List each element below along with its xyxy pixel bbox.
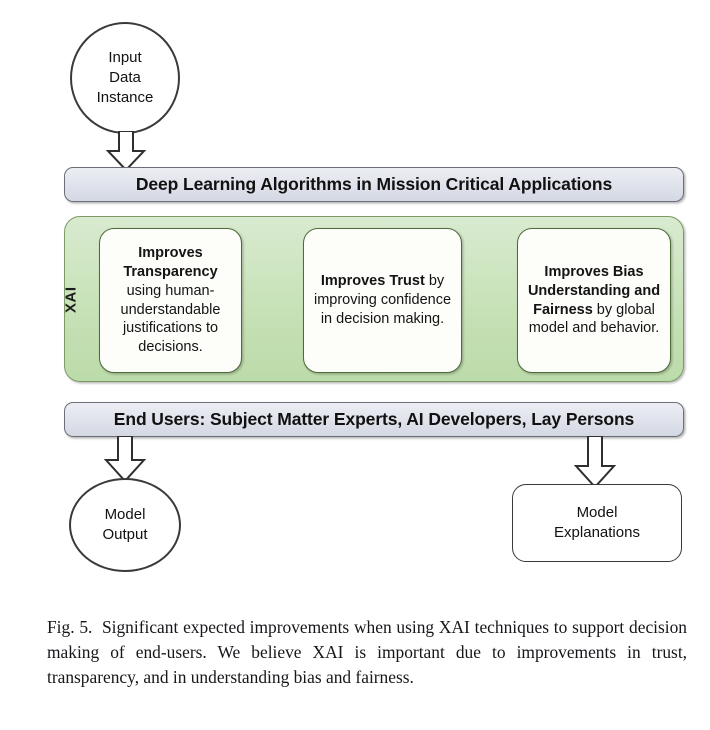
xai-box-transparency-text: Improves Transparency using human-unders… [106, 244, 235, 357]
model-explanations-label: Model Explanations [554, 503, 640, 543]
model-output-line-2: Output [102, 526, 148, 543]
xai-box-transparency-rest: using human-understandable justification… [120, 282, 221, 356]
input-node-line-3: Instance [96, 88, 154, 106]
arrow-input-to-dl-icon [105, 130, 147, 172]
xai-box-transparency-bold: Improves Transparency [123, 244, 218, 280]
end-users-banner-label: End Users: Subject Matter Experts, AI De… [113, 409, 635, 429]
figure-caption: Fig. 5. Significant expected improvement… [47, 615, 687, 690]
input-node-label: Input Data Instance [97, 48, 154, 107]
figure-caption-text: Significant expected improvements when u… [47, 617, 688, 688]
xai-box-bias-fairness-rest: by global model and behavior. [528, 301, 660, 337]
deep-learning-banner: Deep Learning Algorithms in Mission Crit… [64, 167, 684, 202]
xai-box-trust-bold: Improves Trust [320, 273, 425, 290]
xai-box-trust: Improves Trust by improving confidence i… [303, 228, 462, 373]
model-output-label: Model Output [102, 505, 147, 545]
xai-box-bias-fairness-text: Improves Bias Understanding and Fairness… [524, 263, 664, 338]
figure-caption-number: Fig. 5. [47, 617, 93, 637]
xai-box-bias-fairness: Improves Bias Understanding and Fairness… [517, 228, 671, 373]
deep-learning-banner-label: Deep Learning Algorithms in Mission Crit… [135, 174, 613, 194]
xai-box-trust-rest: by improving confidence in decision maki… [313, 273, 452, 327]
xai-box-trust-text: Improves Trust by improving confidence i… [310, 272, 455, 329]
arrow-endusers-to-model-explanations-icon [573, 435, 617, 489]
xai-panel-label: XAI [62, 286, 80, 314]
model-explanations-line-2: Explanations [554, 524, 640, 541]
end-users-banner: End Users: Subject Matter Experts, AI De… [64, 402, 684, 437]
model-explanations-node: Model Explanations [512, 484, 682, 562]
xai-box-bias-fairness-bold: Improves Bias Understanding and Fairness [527, 263, 661, 318]
model-output-node: Model Output [69, 478, 181, 572]
model-output-line-1: Model [104, 506, 146, 524]
xai-box-transparency: Improves Transparency using human-unders… [99, 228, 242, 373]
input-node-line-1: Input [108, 49, 142, 67]
input-data-instance-node: Input Data Instance [70, 22, 180, 134]
arrow-endusers-to-model-output-icon [103, 435, 147, 483]
model-explanations-line-1: Model [576, 503, 618, 521]
input-node-line-2: Data [109, 69, 141, 87]
